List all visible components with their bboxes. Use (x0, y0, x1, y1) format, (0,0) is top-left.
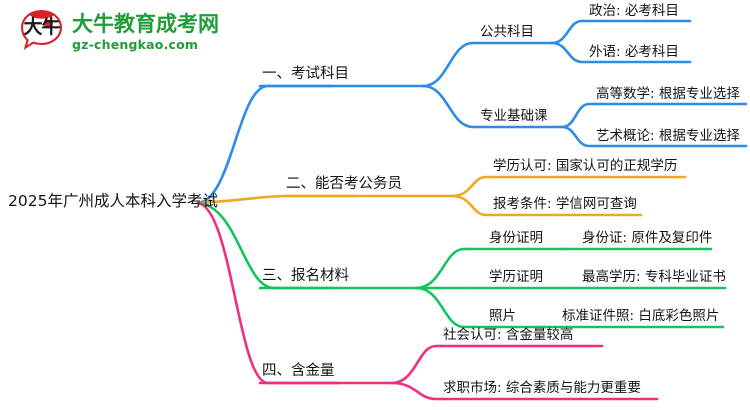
branch-node-exam-subjects[interactable]: 一、考试科目 (262, 66, 349, 82)
connector-exam-to-public (421, 41, 480, 88)
connector-root-to-civil-service (196, 194, 358, 205)
node-application-requirements[interactable]: 报考条件: 学信网可查询 (493, 196, 637, 212)
speech-bubble-icon (20, 9, 63, 50)
node-standard-photo-detail[interactable]: 标准证件照: 白底彩色照片 (562, 308, 720, 324)
node-highest-degree-detail[interactable]: 最高学历: 专科毕业证书 (582, 269, 726, 285)
logo-wordmark: 大牛教育成考网 gz-chengkao.com (72, 12, 219, 52)
node-photo[interactable]: 照片 (489, 308, 516, 324)
connector-public-to-politics (550, 19, 589, 45)
node-politics-subject[interactable]: 政治: 必考科目 (589, 3, 679, 19)
node-job-market[interactable]: 求职市场: 综合素质与能力更重要 (443, 380, 641, 396)
mindmap-root-node[interactable]: 2025年广州成人本科入学考试 (8, 192, 218, 210)
node-degree-recognition[interactable]: 学历认可: 国家认可的正规学历 (493, 158, 678, 174)
connector-civil-to-requirements (450, 194, 493, 217)
node-art-theory-subject[interactable]: 艺术概论: 根据专业选择 (596, 128, 740, 144)
branch-node-civil-service[interactable]: 二、能否考公务员 (286, 176, 402, 192)
node-public-subjects[interactable]: 公共科目 (480, 24, 534, 40)
connector-major-to-math (560, 102, 596, 129)
connector-value-to-jobmarket (390, 381, 443, 401)
logo-mark-text: 大牛 (23, 16, 60, 38)
connector-value-to-social (390, 344, 443, 385)
connector-root-to-value (196, 201, 340, 385)
node-major-basic-courses[interactable]: 专业基础课 (480, 108, 548, 124)
node-social-recognition[interactable]: 社会认可: 含金量较高 (443, 327, 574, 343)
node-id-card-detail[interactable]: 身份证: 原件及复印件 (582, 230, 713, 246)
branch-node-application-materials[interactable]: 三、报名材料 (262, 268, 349, 284)
node-education-proof[interactable]: 学历证明 (489, 269, 543, 285)
connector-major-to-art (560, 125, 596, 148)
connector-exam-to-major (421, 84, 480, 129)
branch-node-value[interactable]: 四、含金量 (262, 363, 335, 379)
site-logo: 大牛 大牛教育成考网 gz-chengkao.com (18, 8, 219, 55)
connector-civil-to-degree (450, 175, 493, 198)
connector-public-to-foreign (550, 41, 589, 64)
logo-subtitle: gz-chengkao.com (72, 36, 199, 52)
connector-materials-to-photo (414, 286, 471, 329)
node-foreign-language-subject[interactable]: 外语: 必考科目 (589, 44, 679, 60)
logo-mark-icon: 大牛 (18, 8, 65, 55)
node-identity-proof[interactable]: 身份证明 (489, 230, 543, 246)
node-advanced-math-subject[interactable]: 高等数学: 根据专业选择 (596, 86, 740, 102)
logo-title: 大牛教育成考网 (72, 11, 219, 36)
connector-materials-to-identity (414, 247, 471, 290)
